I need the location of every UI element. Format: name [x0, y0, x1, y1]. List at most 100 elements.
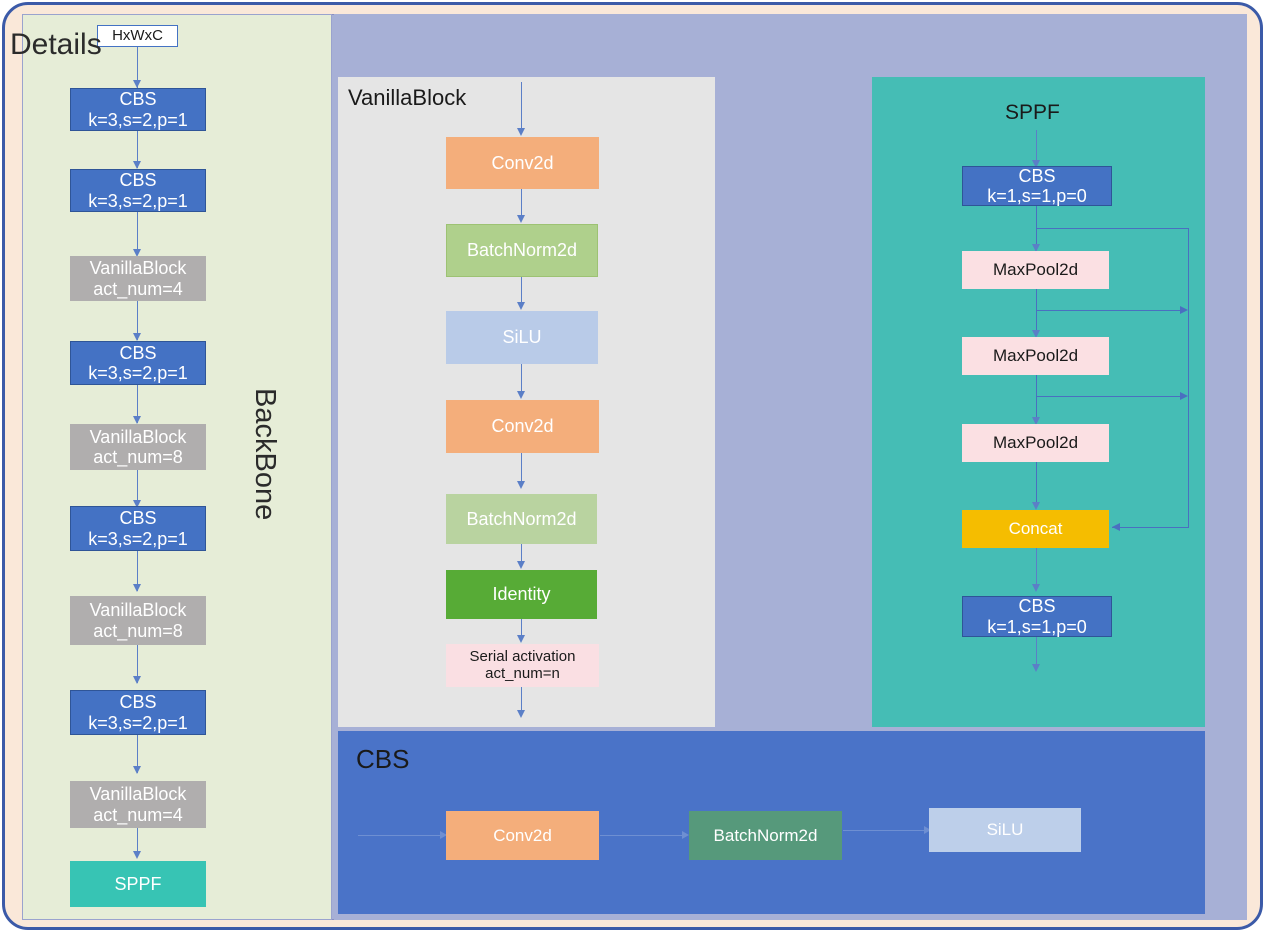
- sppf-connector-5: [1036, 547, 1037, 589]
- backbone-node-vanillablock-1[interactable]: VanillaBlock act_num=4: [70, 256, 206, 301]
- node-label-line2: k=1,s=1,p=0: [987, 186, 1087, 206]
- node-label-line1: MaxPool2d: [992, 433, 1079, 453]
- cbs-node-conv2d[interactable]: Conv2d: [446, 811, 599, 860]
- backbone-connector-6: [137, 551, 138, 591]
- sppf-connector-3: [1036, 374, 1037, 422]
- sppf-node-maxpool2d-3[interactable]: MaxPool2d: [962, 424, 1109, 462]
- vanilla-connector-2: [521, 277, 522, 307]
- backbone-connector-1: [137, 130, 138, 168]
- backbone-node-cbs-3[interactable]: CBS k=3,s=2,p=1: [70, 341, 206, 385]
- node-label-line1: Conv2d: [491, 152, 554, 173]
- node-label-line1: CBS: [119, 508, 157, 529]
- sppf-connector-out: [1036, 637, 1037, 669]
- backbone-arrow-8: [133, 766, 141, 774]
- sppf-arrow-3: [1032, 417, 1040, 425]
- vanilla-node-batchnorm2d-2[interactable]: BatchNorm2d: [446, 494, 597, 544]
- backbone-node-vanillablock-4[interactable]: VanillaBlock act_num=4: [70, 781, 206, 828]
- node-label-line1: CBS: [1018, 596, 1056, 617]
- sppf-skip-branch-2: [1036, 310, 1181, 311]
- vanilla-connector-5: [521, 544, 522, 566]
- vanilla-node-conv2d-2[interactable]: Conv2d: [446, 400, 599, 453]
- backbone-node-cbs-1[interactable]: CBS k=3,s=2,p=1: [70, 88, 206, 131]
- cbs-arrow-2: [924, 826, 931, 834]
- node-label-line2: k=3,s=2,p=1: [88, 109, 188, 130]
- sppf-skip-branch-1: [1036, 228, 1188, 229]
- node-label-line2: k=3,s=2,p=1: [88, 190, 188, 211]
- backbone-connector-3: [137, 301, 138, 340]
- vanilla-arrow-2: [517, 302, 525, 310]
- sppf-node-maxpool2d-2[interactable]: MaxPool2d: [962, 337, 1109, 375]
- sppf-node-concat[interactable]: Concat: [962, 510, 1109, 548]
- backbone-connector-4: [137, 385, 138, 423]
- node-label-line2: k=1,s=1,p=0: [987, 616, 1087, 637]
- backbone-node-input[interactable]: HxWxC: [97, 25, 178, 47]
- node-label-line1: Identity: [492, 584, 551, 605]
- node-label-line2: k=3,s=2,p=1: [88, 363, 188, 383]
- sppf-connector-2: [1036, 288, 1037, 335]
- sppf-skip-arrow-2: [1180, 306, 1188, 314]
- sppf-skip-bus: [1188, 228, 1189, 527]
- node-label-line1: VanillaBlock: [89, 258, 187, 279]
- backbone-node-cbs-5[interactable]: CBS k=3,s=2,p=1: [70, 690, 206, 735]
- node-label-line1: VanillaBlock: [89, 784, 187, 805]
- backbone-node-vanillablock-3[interactable]: VanillaBlock act_num=8: [70, 596, 206, 645]
- backbone-node-cbs-4[interactable]: CBS k=3,s=2,p=1: [70, 506, 206, 551]
- details-title: Details: [10, 28, 102, 61]
- node-label-line1: SPPF: [114, 873, 162, 894]
- node-label-line1: MaxPool2d: [992, 260, 1079, 280]
- sppf-arrow-5: [1032, 584, 1040, 592]
- sppf-skip-into-concat: [1112, 527, 1189, 528]
- sppf-node-cbs-2[interactable]: CBS k=1,s=1,p=0: [962, 596, 1112, 637]
- vanilla-arrow-in: [517, 128, 525, 136]
- vanilla-arrow-4: [517, 481, 525, 489]
- sppf-arrow-1: [1032, 244, 1040, 252]
- backbone-arrow-2: [133, 249, 141, 257]
- backbone-connector-7: [137, 645, 138, 683]
- node-label-line1: Conv2d: [493, 825, 552, 845]
- vanilla-connector-out: [521, 687, 522, 715]
- backbone-connector-9: [137, 828, 138, 856]
- backbone-arrow-6: [133, 584, 141, 592]
- cbs-node-silu[interactable]: SiLU: [929, 808, 1081, 852]
- vanilla-arrow-out: [517, 710, 525, 718]
- node-label-line1: SiLU: [986, 820, 1024, 840]
- vanilla-node-conv2d-1[interactable]: Conv2d: [446, 137, 599, 189]
- backbone-arrow-5: [133, 500, 141, 508]
- backbone-arrow-0: [133, 80, 141, 88]
- node-label-line1: BatchNorm2d: [466, 240, 578, 261]
- node-label-line1: CBS: [1018, 165, 1056, 186]
- cbs-panel-title: CBS: [356, 744, 410, 774]
- node-label-line1: HxWxC: [112, 26, 163, 44]
- vanilla-node-silu[interactable]: SiLU: [446, 311, 598, 364]
- backbone-node-vanillablock-2[interactable]: VanillaBlock act_num=8: [70, 424, 206, 470]
- cbs-node-batchnorm2d[interactable]: BatchNorm2d: [689, 811, 842, 860]
- sppf-arrow-out: [1032, 664, 1040, 672]
- sppf-arrow-in: [1032, 160, 1040, 168]
- vanilla-node-batchnorm2d-1[interactable]: BatchNorm2d: [446, 224, 598, 277]
- node-label-line1: VanillaBlock: [89, 426, 187, 447]
- backbone-node-sppf[interactable]: SPPF: [70, 861, 206, 907]
- cbs-arrow-1: [682, 831, 689, 839]
- vanilla-node-identity[interactable]: Identity: [446, 570, 597, 619]
- backbone-arrow-3: [133, 333, 141, 341]
- node-label-line2: k=3,s=2,p=1: [88, 712, 188, 733]
- backbone-connector-5: [137, 470, 138, 506]
- node-label-line1: MaxPool2d: [992, 346, 1079, 366]
- sppf-node-cbs-1[interactable]: CBS k=1,s=1,p=0: [962, 166, 1112, 206]
- node-label-line1: CBS: [119, 342, 157, 363]
- backbone-node-cbs-2[interactable]: CBS k=3,s=2,p=1: [70, 169, 206, 212]
- node-label-line1: BatchNorm2d: [466, 508, 577, 529]
- node-label-line2: act_num=n: [485, 664, 560, 682]
- node-label-line1: BatchNorm2d: [713, 825, 818, 845]
- sppf-skip-branch-3: [1036, 396, 1181, 397]
- cbs-connector-in: [358, 835, 444, 836]
- backbone-arrow-9: [133, 851, 141, 859]
- vanilla-connector-1: [521, 189, 522, 221]
- node-label-line2: act_num=8: [93, 620, 183, 641]
- vanilla-arrow-6: [517, 635, 525, 643]
- vanilla-node-serial-activation[interactable]: Serial activation act_num=n: [446, 644, 599, 687]
- sppf-node-maxpool2d-1[interactable]: MaxPool2d: [962, 251, 1109, 289]
- vanilla-connector-4: [521, 453, 522, 486]
- cbs-arrow-in: [440, 831, 447, 839]
